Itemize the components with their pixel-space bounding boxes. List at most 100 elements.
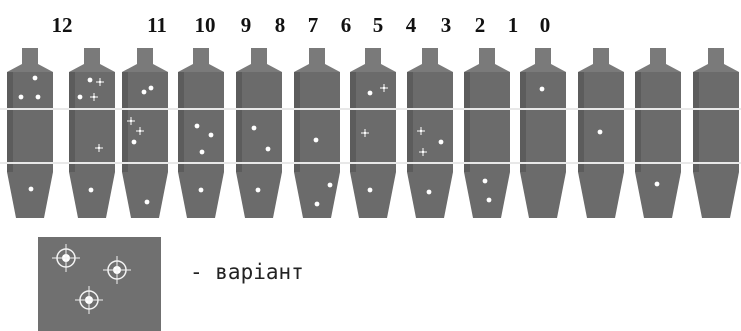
- silo-neck: [520, 48, 566, 72]
- number-7: 7: [308, 13, 319, 37]
- legend-text: - варіант: [190, 260, 304, 284]
- silo-shade: [236, 72, 242, 172]
- silo-shade: [178, 72, 184, 172]
- white-dot-marker-icon: [315, 202, 320, 207]
- silo-neck: [69, 48, 115, 72]
- silo-shade: [294, 72, 300, 172]
- silo-shade: [350, 72, 356, 172]
- silo-hopper: [578, 172, 624, 218]
- silo-hopper: [122, 172, 168, 218]
- upper-band-line: [0, 108, 741, 110]
- white-dot-marker-icon: [33, 76, 38, 81]
- white-dot-marker-icon: [328, 183, 333, 188]
- silo-shade: [122, 72, 128, 172]
- silo-shade: [464, 72, 470, 172]
- silo-hopper: [407, 172, 453, 218]
- white-dot-marker-icon: [540, 87, 545, 92]
- silo-icon: [693, 48, 739, 218]
- white-dot-marker-icon: [655, 182, 660, 187]
- silo-body: [693, 72, 739, 172]
- silo-body: [407, 72, 453, 172]
- number-3: 3: [441, 13, 452, 37]
- silo-shade: [635, 72, 641, 172]
- white-dot-marker-icon: [314, 138, 319, 143]
- white-dot-marker-icon: [427, 190, 432, 195]
- silo-neck: [7, 48, 53, 72]
- white-dot-marker-icon: [598, 130, 603, 135]
- silo-hopper: [693, 172, 739, 218]
- white-dot-marker-icon: [266, 147, 271, 152]
- silo-hopper: [69, 172, 115, 218]
- silo-body: [236, 72, 282, 172]
- number-4: 4: [406, 13, 417, 37]
- number-5: 5: [373, 13, 384, 37]
- silo-icon: [578, 48, 624, 218]
- silo-neck: [693, 48, 739, 72]
- silo-neck: [122, 48, 168, 72]
- silo-neck: [350, 48, 396, 72]
- silo-neck: [294, 48, 340, 72]
- white-dot-marker-icon: [29, 187, 34, 192]
- silo-shade: [693, 72, 699, 172]
- silo-body: [69, 72, 115, 172]
- white-dot-marker-icon: [132, 140, 137, 145]
- white-dot-marker-icon: [19, 95, 24, 100]
- number-10: 10: [195, 13, 216, 37]
- number-12: 12: [52, 13, 73, 37]
- silo-body: [464, 72, 510, 172]
- number-0: 0: [540, 13, 551, 37]
- white-dot-marker-icon: [200, 150, 205, 155]
- white-dot-marker-icon: [149, 86, 154, 91]
- silo-icon: [350, 48, 396, 218]
- silo-hopper: [464, 172, 510, 218]
- silo-body: [294, 72, 340, 172]
- white-dot-marker-icon: [487, 198, 492, 203]
- number-9: 9: [241, 13, 252, 37]
- silo-body: [635, 72, 681, 172]
- number-1: 1: [508, 13, 519, 37]
- silo-icon: [464, 48, 510, 218]
- silo-neck: [635, 48, 681, 72]
- silo-shade: [69, 72, 75, 172]
- white-dot-marker-icon: [439, 140, 444, 145]
- white-dot-marker-icon: [199, 188, 204, 193]
- silo-hopper: [635, 172, 681, 218]
- legend: - варіант: [38, 237, 304, 331]
- silo-hopper: [7, 172, 53, 218]
- silo-hopper: [520, 172, 566, 218]
- header-numbers: 12 11 10 9 8 7 6 5 4 3 2 1 0: [52, 13, 551, 37]
- white-dot-marker-icon: [88, 78, 93, 83]
- white-dot-marker-icon: [78, 95, 83, 100]
- silo-body: [122, 72, 168, 172]
- silo-icon: [7, 48, 53, 218]
- white-dot-marker-icon: [368, 91, 373, 96]
- silo-icon: [520, 48, 566, 218]
- number-6: 6: [341, 13, 352, 37]
- silo-neck: [178, 48, 224, 72]
- silo-shade: [520, 72, 526, 172]
- silo-body: [578, 72, 624, 172]
- silo-row: [0, 48, 741, 218]
- silo-icon: [178, 48, 224, 218]
- silo-body: [7, 72, 53, 172]
- silo-hopper: [350, 172, 396, 218]
- silo-hopper: [236, 172, 282, 218]
- silo-neck: [407, 48, 453, 72]
- silo-shade: [7, 72, 13, 172]
- silo-shade: [407, 72, 413, 172]
- silo-icon: [294, 48, 340, 218]
- white-dot-marker-icon: [145, 200, 150, 205]
- white-dot-marker-icon: [209, 133, 214, 138]
- silo-icon: [236, 48, 282, 218]
- number-8: 8: [275, 13, 286, 37]
- silo-icon: [407, 48, 453, 218]
- silo-hopper: [178, 172, 224, 218]
- legend-box: [38, 237, 161, 331]
- silo-neck: [236, 48, 282, 72]
- silo-body: [350, 72, 396, 172]
- silo-neck: [464, 48, 510, 72]
- silo-icon: [122, 48, 168, 218]
- number-11: 11: [147, 13, 167, 37]
- silo-neck: [578, 48, 624, 72]
- white-dot-marker-icon: [36, 95, 41, 100]
